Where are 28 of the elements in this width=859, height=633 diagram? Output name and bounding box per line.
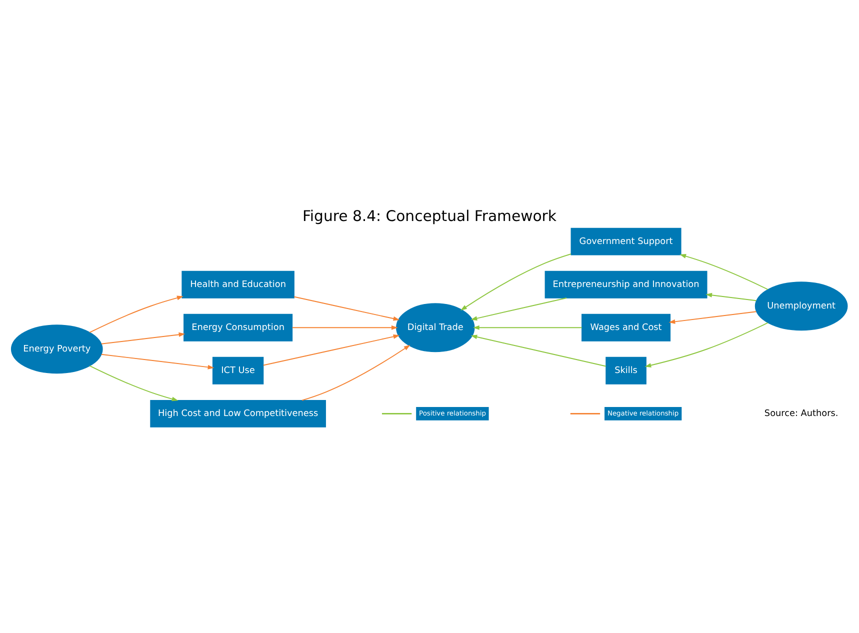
arrow <box>89 296 184 333</box>
arrow <box>460 254 572 311</box>
node-ellipse: Energy Poverty <box>10 324 103 374</box>
arrow <box>100 354 214 370</box>
diagram-title: Figure 8.4: Conceptual Framework <box>302 208 557 225</box>
node-box: High Cost and Low Competitiveness <box>150 400 326 428</box>
arrow <box>706 292 757 302</box>
arrow <box>472 325 582 330</box>
node-box: ICT Use <box>212 356 264 384</box>
arrow <box>302 344 410 401</box>
arrow <box>294 296 400 321</box>
node-box: Energy Consumption <box>184 314 293 342</box>
arrow <box>680 254 768 290</box>
arrow <box>89 365 178 402</box>
arrow <box>470 334 606 367</box>
node-box: Skills <box>606 356 646 384</box>
arrow <box>470 297 567 321</box>
arrow <box>100 332 186 344</box>
arrow <box>262 334 400 366</box>
arrow <box>292 325 398 330</box>
arrow <box>644 322 768 368</box>
node-box: Health and Education <box>182 270 294 298</box>
caption: Source: Authors. <box>764 408 838 419</box>
node-box: Wages and Cost <box>582 314 671 342</box>
arrow <box>668 311 757 324</box>
node-ellipse: Unemployment <box>754 282 848 331</box>
node-box: Government Support <box>570 228 682 256</box>
node-box: Entrepreneurship and Innovation <box>544 270 708 298</box>
